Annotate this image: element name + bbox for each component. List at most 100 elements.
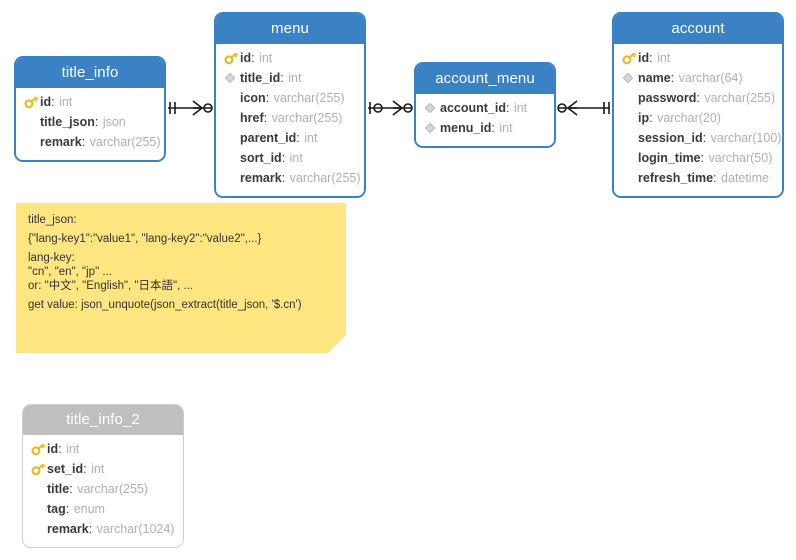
- field-row[interactable]: id: int: [29, 439, 175, 459]
- field-icon-none: [222, 170, 240, 186]
- field-name: title_json: [40, 115, 95, 129]
- field-row[interactable]: remark: varchar(255): [22, 132, 161, 152]
- field-type: varchar(20): [657, 111, 721, 125]
- field-icon-none: [29, 481, 47, 497]
- field-separator: :: [265, 91, 273, 105]
- field-separator: :: [696, 91, 704, 105]
- field-separator: :: [281, 171, 289, 185]
- field-type: varchar(50): [708, 151, 773, 165]
- field-row[interactable]: id: int: [620, 48, 774, 68]
- relationship-connector-rel-account_menu-account[interactable]: [556, 98, 612, 118]
- field-name: name: [638, 71, 671, 85]
- field-name: id: [40, 95, 52, 109]
- field-type: int: [499, 121, 513, 135]
- cardinality-to: [603, 102, 610, 114]
- field-type: datetime: [721, 171, 769, 185]
- field-separator: :: [280, 71, 288, 85]
- field-row[interactable]: href: varchar(255): [222, 108, 356, 128]
- field-row[interactable]: password: varchar(255): [620, 88, 776, 108]
- field-type: varchar(1024): [96, 522, 175, 536]
- field-row[interactable]: set_id: int: [29, 459, 175, 479]
- field-separator: :: [81, 135, 89, 149]
- field-row[interactable]: parent_id: int: [222, 128, 356, 148]
- note-line: lang-key:: [28, 252, 75, 264]
- note-line: or: "中文", "English", "日本語", ...: [28, 280, 194, 292]
- relationship-connector-rel-menu-account_menu[interactable]: [366, 98, 414, 118]
- field-row[interactable]: remark: varchar(255): [222, 168, 361, 188]
- field-name: icon: [240, 91, 266, 105]
- field-separator: :: [506, 101, 513, 115]
- field-separator: :: [713, 171, 720, 185]
- primary-key-icon: [620, 50, 638, 66]
- field-row[interactable]: ip: varchar(20): [620, 108, 774, 128]
- field-row[interactable]: login_time: varchar(50): [620, 148, 774, 168]
- field-icon-none: [29, 521, 47, 537]
- field-row[interactable]: title_json: json: [22, 112, 156, 132]
- field-name: tag: [47, 502, 66, 516]
- primary-key-icon: [29, 441, 47, 457]
- field-row[interactable]: id: int: [22, 92, 156, 112]
- field-type: varchar(255): [273, 91, 345, 105]
- field-icon-none: [22, 134, 40, 150]
- field-row[interactable]: sort_id: int: [222, 148, 356, 168]
- field-row[interactable]: remark: varchar(1024): [29, 519, 175, 539]
- field-name: parent_id: [240, 131, 297, 145]
- note-line: {"lang-key1":"value1", "lang-key2":"valu…: [28, 233, 262, 245]
- field-row[interactable]: tag: enum: [29, 499, 175, 519]
- field-separator: :: [94, 115, 102, 129]
- cardinality-from: [169, 102, 176, 114]
- field-icon-none: [620, 170, 638, 186]
- field-row[interactable]: icon: varchar(255): [222, 88, 356, 108]
- field-row[interactable]: session_id: varchar(100): [620, 128, 781, 148]
- field-row[interactable]: menu_id: int: [422, 118, 546, 138]
- field-row[interactable]: title_id: int: [222, 68, 356, 88]
- field-separator: :: [649, 111, 657, 125]
- field-row[interactable]: id: int: [222, 48, 356, 68]
- field-row[interactable]: refresh_time: datetime: [620, 168, 774, 188]
- field-type: int: [59, 95, 73, 109]
- field-type: varchar(255): [704, 91, 776, 105]
- field-name: title: [47, 482, 70, 496]
- sticky-note-title-json-note[interactable]: title_json:{"lang-key1":"value1", "lang-…: [16, 203, 346, 353]
- field-icon-none: [222, 90, 240, 106]
- field-separator: :: [88, 522, 96, 536]
- field-type: int: [91, 462, 105, 476]
- field-icon-none: [620, 110, 638, 126]
- field-type: int: [657, 51, 671, 65]
- primary-key-icon: [22, 94, 40, 110]
- field-name: refresh_time: [638, 171, 714, 185]
- primary-key-icon: [222, 50, 240, 66]
- field-row[interactable]: name: varchar(64): [620, 68, 774, 88]
- field-separator: :: [702, 131, 710, 145]
- field-separator: :: [69, 482, 77, 496]
- field-separator: :: [251, 51, 259, 65]
- cardinality-to: [392, 100, 413, 116]
- field-icon-none: [29, 501, 47, 517]
- field-icon-none: [620, 150, 638, 166]
- field-row[interactable]: account_id: int: [422, 98, 546, 118]
- entity-table-title-account_menu: account_menu: [416, 64, 554, 94]
- relationship-connector-rel-title_info-menu[interactable]: [166, 98, 214, 118]
- foreign-key-icon: [422, 120, 440, 136]
- field-name: title_id: [240, 71, 281, 85]
- entity-table-title-title_info_2: title_info_2: [23, 405, 183, 435]
- field-separator: :: [700, 151, 708, 165]
- cardinality-from: [369, 102, 383, 114]
- field-row[interactable]: title: varchar(255): [29, 479, 175, 499]
- cardinality-to: [192, 100, 213, 116]
- field-type: int: [288, 71, 302, 85]
- field-icon-none: [222, 150, 240, 166]
- field-icon-none: [22, 114, 40, 130]
- field-type: int: [513, 101, 528, 115]
- note-fold-corner-icon: [328, 335, 346, 353]
